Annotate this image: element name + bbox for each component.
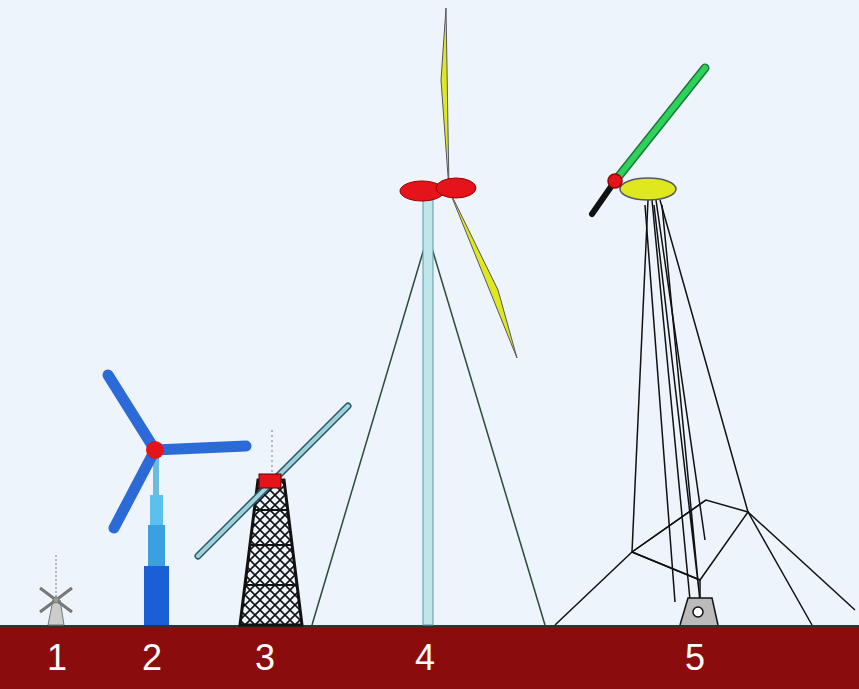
- callout-number: 3: [255, 638, 275, 678]
- ground-band: [0, 627, 859, 689]
- callout-number: 1: [47, 638, 67, 678]
- turbine-2: [108, 375, 246, 625]
- turbine-4: [312, 8, 545, 625]
- callout-number: 4: [415, 638, 435, 678]
- windmill-small: [40, 555, 72, 625]
- callout-number: 5: [685, 638, 705, 678]
- turbine-5: [555, 68, 855, 625]
- turbine-3: [198, 406, 348, 625]
- callout-number: 2: [142, 638, 162, 678]
